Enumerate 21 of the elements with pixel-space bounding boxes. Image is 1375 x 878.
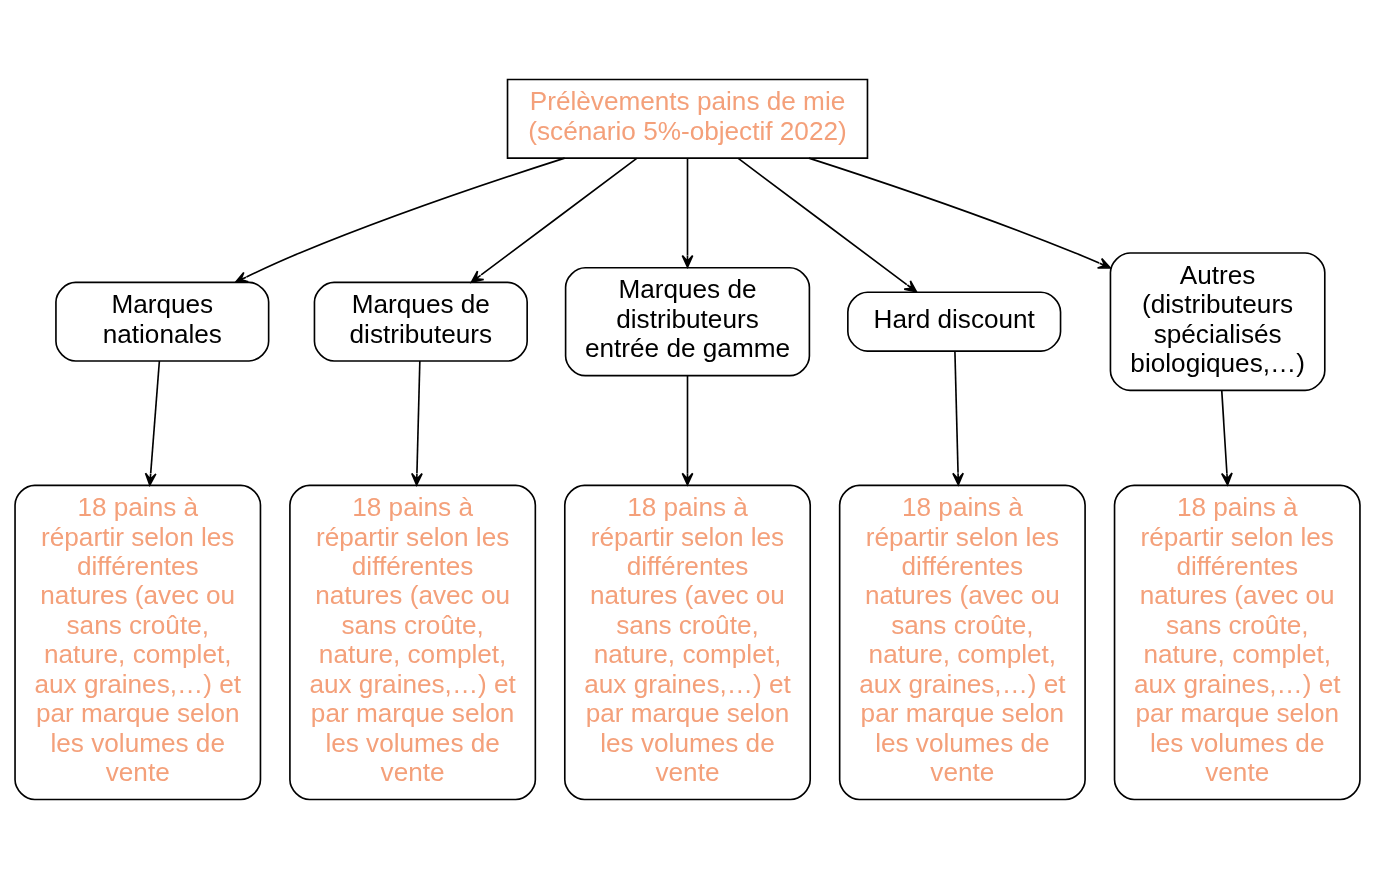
arrow (144, 359, 161, 486)
node-box: Marques de distributeurs entrée de gamme (564, 266, 811, 376)
arrow (410, 359, 423, 486)
arrow (737, 157, 918, 293)
arrow (234, 156, 566, 283)
arrow (470, 157, 638, 283)
node-box: Prélèvements pains de mie (scénario 5%-objectif 2022) (506, 78, 869, 159)
arrow (681, 374, 694, 486)
node-box: Marques de distributeurs (313, 281, 528, 362)
arrow (808, 156, 1111, 269)
node-box: 18 pains à répartir selon les différentes natures (avec ou sans croûte, nature, complet, aux graines,…) et par marque selon les volumes de vente (563, 484, 812, 800)
node-box: 18 pains à répartir selon les différentes natures (avec ou sans croûte, nature, complet, aux graines,…) et par marque selon les volumes de vente (14, 484, 262, 800)
arrow (681, 157, 694, 268)
arrow (952, 350, 965, 486)
node-box: 18 pains à répartir selon les différentes natures (avec ou sans croûte, nature, complet, aux graines,…) et par marque selon les volumes de vente (289, 484, 537, 800)
node-box: 18 pains à répartir selon les différentes natures (avec ou sans croûte, nature, complet, aux graines,…) et par marque selon les volumes de vente (1113, 484, 1361, 800)
node-box: Hard discount (847, 290, 1062, 352)
node-box: 18 pains à répartir selon les différentes natures (avec ou sans croûte, nature, complet, aux graines,…) et par marque selon les volumes de vente (838, 484, 1086, 800)
arrow (1220, 389, 1233, 486)
node-box: Autres (distributeurs spécialisés biologiques,…) (1109, 251, 1326, 391)
node-box: Marques nationales (55, 281, 270, 362)
